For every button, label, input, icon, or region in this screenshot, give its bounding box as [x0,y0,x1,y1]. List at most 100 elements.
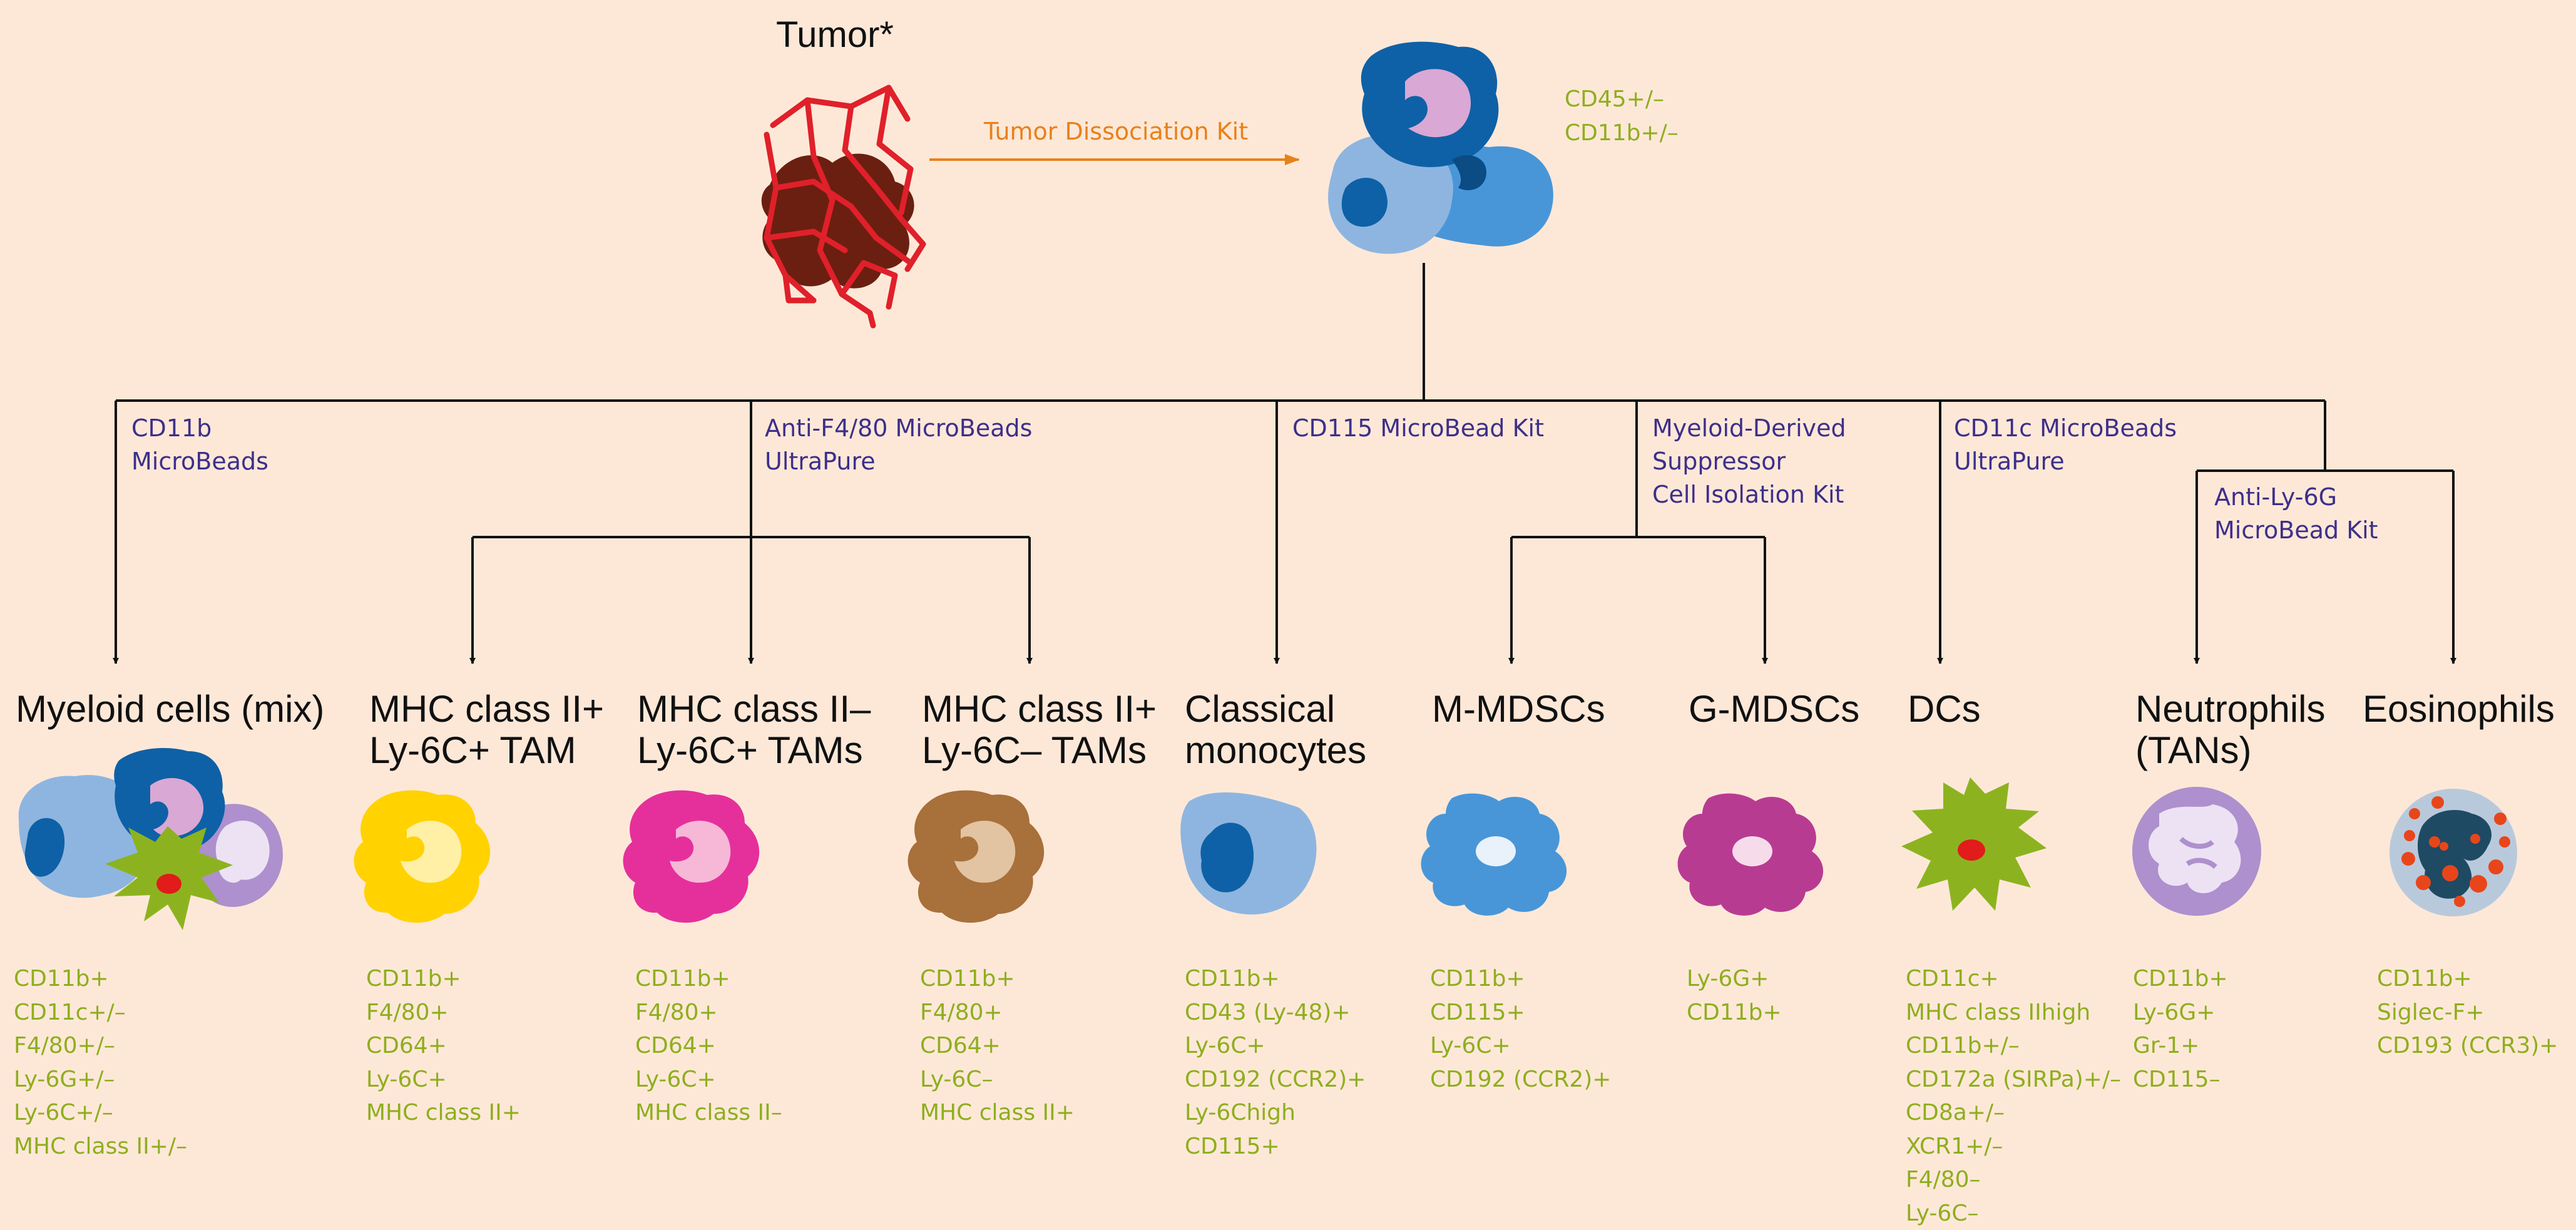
marker-item: CD43 (Ly-48)+ [1185,996,1366,1030]
marker-item: MHC class II– [635,1096,782,1130]
dissociation-kit-label: Tumor Dissociation Kit [984,118,1248,145]
title-line: monocytes [1185,730,1366,771]
kit-line: UltraPure [765,445,1032,478]
marker-item: MHC class IIhigh [1906,996,2121,1030]
marker-item: CD115+ [1185,1130,1366,1164]
population-title-m-mdscs: M-MDSCs [1432,689,1605,730]
kit-label-cd11c: CD11c MicroBeads UltraPure [1954,412,2177,478]
marker-item: Ly-6C+ [635,1063,782,1097]
population-title-tam-3: MHC class II+ Ly-6C– TAMs [922,689,1157,771]
title-line: DCs [1908,689,1981,730]
kit-line: Cell Isolation Kit [1652,478,1846,511]
marker-item: CD8a+/– [1906,1096,2121,1130]
kit-line: CD11c MicroBeads [1954,412,2177,445]
population-title-eosinophils: Eosinophils [2363,689,2555,730]
kit-line: Myeloid-Derived [1652,412,1846,445]
marker-item: CD11b+/– [1906,1029,2121,1063]
g-mdsc-illustration [1678,794,1824,916]
title-line: MHC class II– [637,689,871,730]
marker-item: MHC class II+ [366,1096,521,1130]
marker-item: CD192 (CCR2)+ [1185,1063,1366,1097]
marker-item: Ly-6C– [920,1063,1075,1097]
marker-item: CD64+ [366,1029,521,1063]
source-marker: CD45+/– [1565,83,1679,116]
population-markers-classical-monocytes: CD11b+CD43 (Ly-48)+Ly-6C+CD192 (CCR2)+Ly… [1185,962,1366,1163]
marker-item: CD64+ [635,1029,782,1063]
population-title-neutrophils: Neutrophils (TANs) [2135,689,2326,771]
marker-item: CD172a (SIRPa)+/– [1906,1063,2121,1097]
marker-item: CD11b+ [1430,962,1611,996]
marker-item: Ly-6C+ [1185,1029,1366,1063]
source-marker: CD11b+/– [1565,116,1679,150]
population-title-myeloid-mix: Myeloid cells (mix) [16,689,324,730]
marker-item: CD11b+ [14,962,187,996]
marker-item: Ly-6G+/– [14,1063,187,1097]
kit-label-mdsc: Myeloid-Derived Suppressor Cell Isolatio… [1652,412,1846,511]
marker-item: Siglec-F+ [2377,996,2558,1030]
marker-item: CD11c+ [1906,962,2121,996]
kit-line: CD115 MicroBead Kit [1292,412,1544,445]
marker-item: Ly-6G+ [2133,996,2228,1030]
population-title-g-mdscs: G-MDSCs [1689,689,1859,730]
kit-label-ly6g: Anti-Ly-6G MicroBead Kit [2214,481,2378,547]
marker-item: CD11b+ [1687,996,1782,1030]
population-title-tam-2: MHC class II– Ly-6C+ TAMs [637,689,871,771]
kit-line: Anti-Ly-6G [2214,481,2378,514]
marker-item: MHC class II+/– [14,1130,187,1164]
title-line: Neutrophils [2135,689,2326,730]
kit-line: UltraPure [1954,445,2177,478]
kit-line: CD11b [131,412,268,445]
marker-item: CD115– [2133,1063,2228,1097]
kit-label-cd11b: CD11b MicroBeads [131,412,268,478]
kit-label-f480: Anti-F4/80 MicroBeads UltraPure [765,412,1032,478]
kit-line: Suppressor [1652,445,1846,478]
marker-item: Ly-6Chigh [1185,1096,1366,1130]
title-line: Myeloid cells (mix) [16,689,324,730]
population-title-dcs: DCs [1908,689,1981,730]
marker-item: CD11c+/– [14,996,187,1030]
tam-yellow-cell-illustration [354,791,491,923]
marker-item: CD64+ [920,1029,1075,1063]
marker-item: CD11b+ [920,962,1075,996]
title-line: Classical [1185,689,1366,730]
population-markers-myeloid-mix: CD11b+CD11c+/–F4/80+/–Ly-6G+/–Ly-6C+/–MH… [14,962,187,1163]
tumor-label: Tumor* [776,14,894,56]
tam-brown-cell-illustration [908,791,1045,923]
kit-line: MicroBeads [131,445,268,478]
marker-item: Ly-6C– [1906,1197,2121,1230]
marker-item: F4/80+/– [14,1029,187,1063]
m-mdsc-illustration [1421,794,1567,916]
marker-item: Ly-6C+ [366,1063,521,1097]
title-line: Eosinophils [2363,689,2555,730]
classical-monocyte-illustration [1180,792,1316,915]
marker-item: CD11b+ [2133,962,2228,996]
population-markers-m-mdscs: CD11b+CD115+Ly-6C+CD192 (CCR2)+ [1430,962,1611,1096]
population-markers-tam-3: CD11b+F4/80+CD64+Ly-6C–MHC class II+ [920,962,1075,1130]
marker-item: XCR1+/– [1906,1130,2121,1164]
title-line: G-MDSCs [1689,689,1859,730]
marker-item: Gr-1+ [2133,1029,2228,1063]
population-markers-tam-2: CD11b+F4/80+CD64+Ly-6C+MHC class II– [635,962,782,1130]
population-markers-eosinophils: CD11b+Siglec-F+CD193 (CCR3)+ [2377,962,2558,1063]
marker-item: CD11b+ [366,962,521,996]
marker-item: CD115+ [1430,996,1611,1030]
marker-item: F4/80– [1906,1163,2121,1197]
marker-item: CD11b+ [2377,962,2558,996]
marker-item: Ly-6G+ [1687,962,1782,996]
marker-item: Ly-6C+/– [14,1096,187,1130]
population-markers-tam-1: CD11b+F4/80+CD64+Ly-6C+MHC class II+ [366,962,521,1130]
title-line: (TANs) [2135,730,2326,771]
title-line: Ly-6C– TAMs [922,730,1157,771]
kit-line: Anti-F4/80 MicroBeads [765,412,1032,445]
title-line: MHC class II+ [922,689,1157,730]
title-line: M-MDSCs [1432,689,1605,730]
marker-item: MHC class II+ [920,1096,1075,1130]
population-markers-neutrophils: CD11b+Ly-6G+Gr-1+CD115– [2133,962,2228,1096]
marker-item: Ly-6C+ [1430,1029,1611,1063]
population-title-tam-1: MHC class II+ Ly-6C+ TAM [369,689,604,771]
marker-item: CD192 (CCR2)+ [1430,1063,1611,1097]
marker-item: F4/80+ [635,996,782,1030]
kit-line: MicroBead Kit [2214,514,2378,547]
